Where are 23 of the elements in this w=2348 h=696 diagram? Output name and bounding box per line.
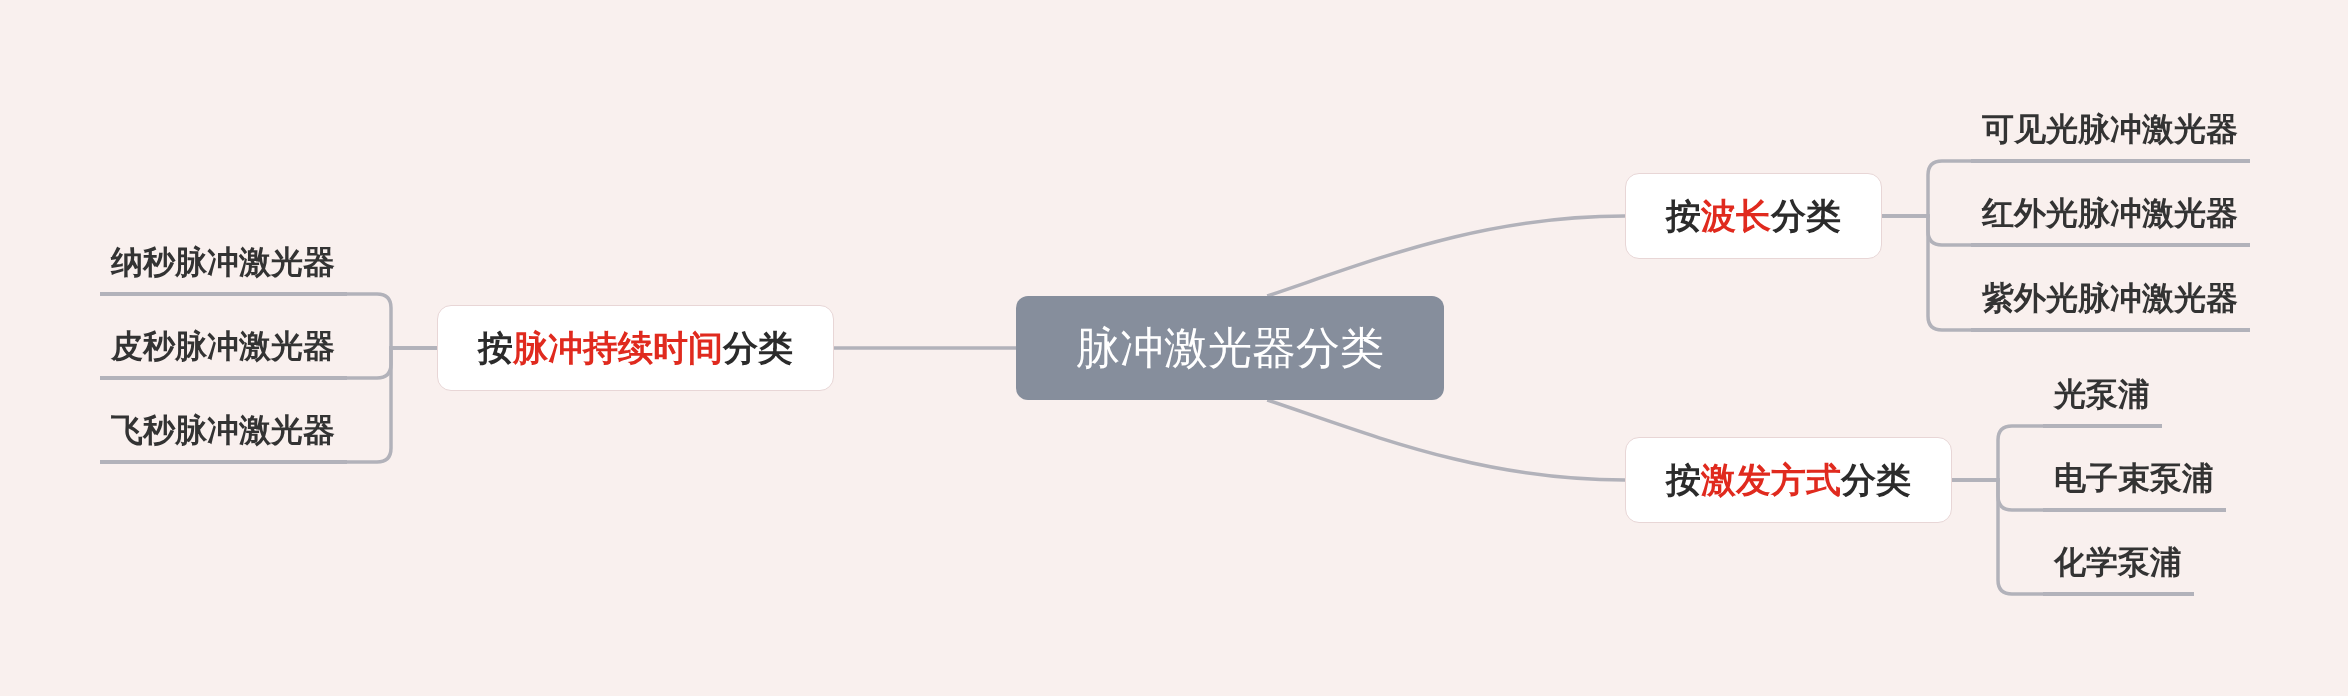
topic-text: 脉冲激光器分类 [1076,321,1384,375]
topic-text: 按脉冲持续时间分类 [478,327,793,370]
connector-line [1882,214,1971,332]
connector-line [834,346,1016,350]
topic-box [1625,437,1952,523]
connector-line [1266,398,1626,482]
topic-text: 紫外光脉冲激光器 [1982,278,2238,319]
topic-text: 电子束泵浦 [2054,458,2214,499]
topic-box [1625,173,1882,259]
topic-text: 化学泵浦 [2054,542,2182,583]
topic-text: 红外光脉冲激光器 [1982,193,2238,234]
root-topic-box [1016,296,1444,400]
topic-text: 可见光脉冲激光器 [1982,109,2238,150]
topic-text: 按激发方式分类 [1666,459,1911,502]
connector-line [1266,214,1626,298]
topic-text: 纳秒脉冲激光器 [111,242,335,283]
topic-text: 按波长分类 [1666,195,1841,238]
topic-text: 皮秒脉冲激光器 [111,326,335,367]
connector-line [347,346,437,464]
topic-box [437,305,834,391]
topic-text: 光泵浦 [2054,374,2150,415]
topic-text: 飞秒脉冲激光器 [111,410,335,451]
connector-line [1952,478,2043,596]
